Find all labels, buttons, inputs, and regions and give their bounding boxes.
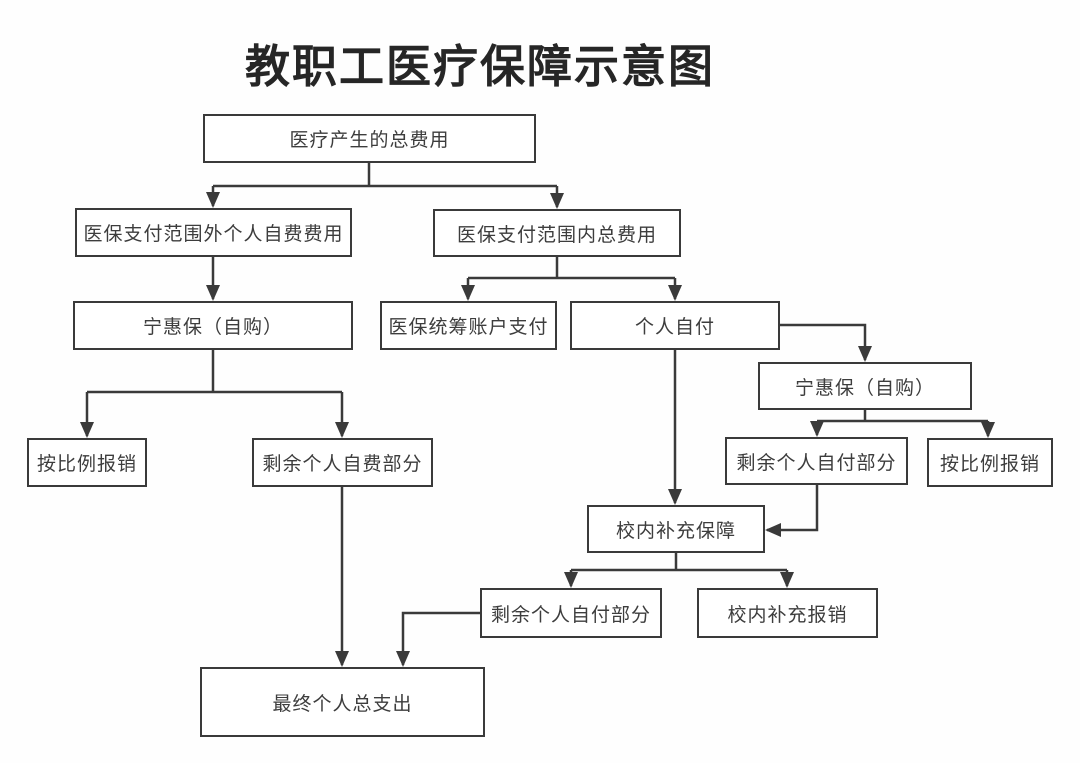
connector-remaining-bottom-to-final (396, 611, 480, 667)
node-personal-self-pay: 个人自付 (570, 301, 780, 350)
connector-remaining-right-to-campus-supplement (765, 485, 819, 537)
connector-self-pay-to-ninghuibao-right (780, 323, 872, 362)
node-inside-scope-total: 医保支付范围内总费用 (433, 209, 681, 257)
node-pooled-account-payment: 医保统筹账户支付 (380, 301, 557, 350)
node-proportional-reimburse-right: 按比例报销 (927, 438, 1053, 487)
node-outside-scope-self-funded: 医保支付范围外个人自费费用 (75, 208, 352, 257)
node-campus-supplement-reimburse: 校内补充报销 (697, 588, 878, 638)
node-campus-supplement-security: 校内补充保障 (587, 505, 765, 553)
node-ninghuibao-left: 宁惠保（自购） (73, 301, 353, 350)
node-proportional-reimburse-left: 按比例报销 (27, 438, 147, 487)
node-ninghuibao-right: 宁惠保（自购） (758, 362, 972, 410)
node-remaining-self-funded: 剩余个人自费部分 (252, 438, 433, 487)
node-remaining-self-pay-bottom: 剩余个人自付部分 (480, 588, 662, 638)
node-total-medical-cost: 医疗产生的总费用 (203, 114, 536, 163)
node-final-personal-total: 最终个人总支出 (200, 667, 485, 737)
page-title: 教职工医疗保障示意图 (244, 41, 715, 92)
node-remaining-self-pay-right: 剩余个人自付部分 (725, 437, 908, 485)
